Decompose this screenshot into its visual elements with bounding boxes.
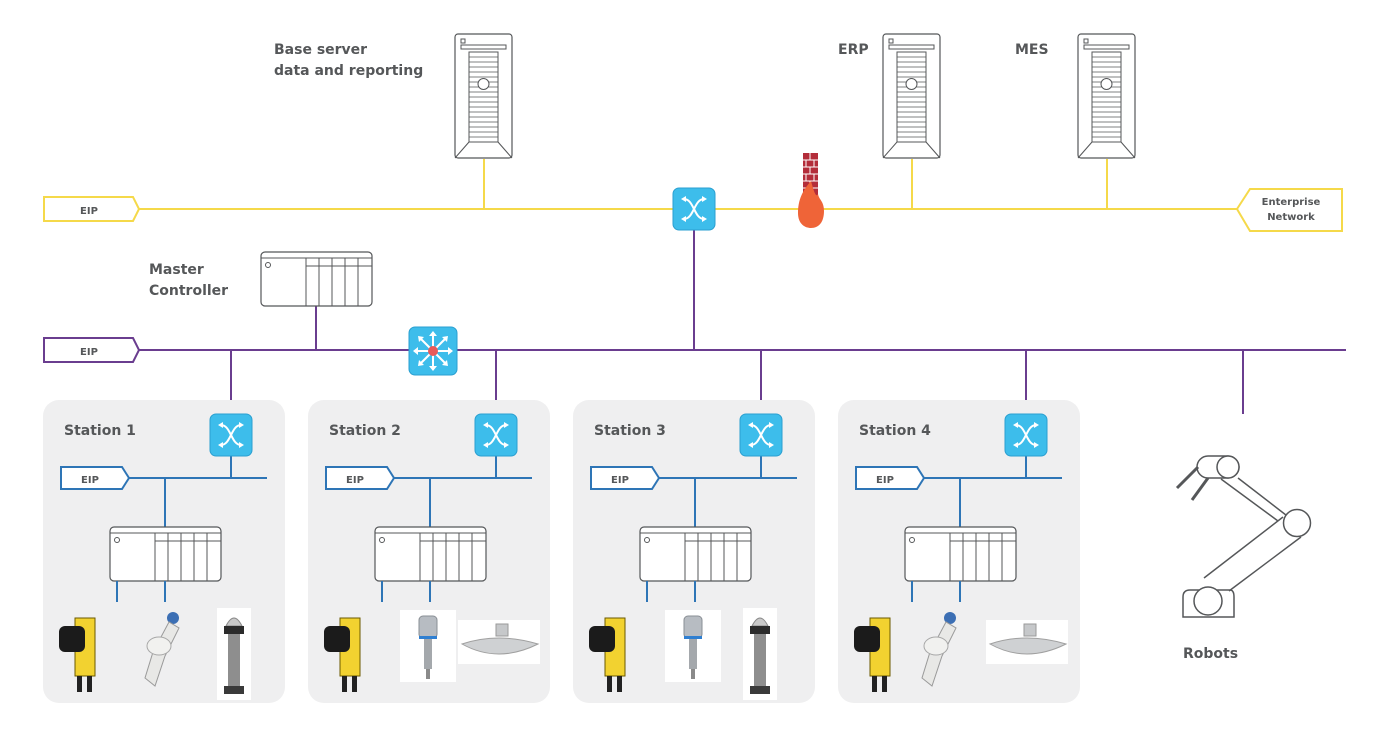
station-1[interactable]: Station 1 EIP xyxy=(43,400,285,703)
pressure-transmitter-device[interactable] xyxy=(400,610,456,682)
plc-icon xyxy=(374,526,487,582)
switch-icon xyxy=(209,413,253,457)
firewall-icon[interactable] xyxy=(798,153,824,228)
station-title: Station 4 xyxy=(859,423,931,439)
switch-icon xyxy=(474,413,518,457)
station-plc[interactable] xyxy=(904,526,1017,582)
station-eip-tag[interactable]: EIP xyxy=(590,466,661,490)
server-icon xyxy=(1077,33,1136,159)
flow-meter-device[interactable] xyxy=(986,620,1068,664)
master-controller[interactable] xyxy=(260,251,373,307)
station-eip-label: EIP xyxy=(346,475,364,486)
station-switch[interactable] xyxy=(1004,413,1048,457)
vision-sensor-device[interactable] xyxy=(59,617,96,692)
plant-eip-label: EIP xyxy=(80,347,98,358)
station-plc[interactable] xyxy=(109,526,222,582)
station-2[interactable]: Station 2 EIP xyxy=(308,400,550,703)
erp-server[interactable] xyxy=(882,33,941,159)
level-radar-device[interactable] xyxy=(217,608,251,700)
station-eip-tag[interactable]: EIP xyxy=(325,466,396,490)
enterprise-network-tag[interactable]: Enterprise Network xyxy=(1235,188,1343,232)
station-eip-label: EIP xyxy=(611,475,629,486)
mes-label: MES xyxy=(1015,42,1049,58)
switch-icon xyxy=(672,187,716,231)
station-3[interactable]: Station 3 EIP xyxy=(573,400,815,703)
station-4[interactable]: Station 4 EIP xyxy=(838,400,1080,703)
station-eip-label: EIP xyxy=(81,475,99,486)
master-controller-label-2: Controller xyxy=(149,283,228,299)
vision-sensor-device[interactable] xyxy=(589,617,626,692)
station-title: Station 1 xyxy=(64,423,136,439)
mes-server[interactable] xyxy=(1077,33,1136,159)
base-server-label-2: data and reporting xyxy=(274,63,423,79)
station-plc[interactable] xyxy=(374,526,487,582)
station-switch[interactable] xyxy=(474,413,518,457)
pressure-transmitter-device[interactable] xyxy=(665,610,721,682)
base-server-label-1: Base server xyxy=(274,42,367,58)
master-controller-label-1: Master xyxy=(149,262,204,278)
plc-icon xyxy=(109,526,222,582)
enterprise-network-label-1: Enterprise xyxy=(1262,197,1321,208)
station-title: Station 2 xyxy=(329,423,401,439)
station-switch[interactable] xyxy=(209,413,253,457)
robot-arm[interactable]: Robots xyxy=(1175,455,1312,662)
base-server[interactable] xyxy=(454,33,513,159)
plc-icon xyxy=(260,251,373,307)
station-plc[interactable] xyxy=(639,526,752,582)
flow-meter-device[interactable] xyxy=(458,620,540,664)
valve-actuator-device[interactable] xyxy=(921,612,957,687)
vision-sensor-device[interactable] xyxy=(854,617,891,692)
server-icon xyxy=(882,33,941,159)
vision-sensor-device[interactable] xyxy=(324,617,361,692)
layer3-switch[interactable] xyxy=(408,326,458,376)
robots-label: Robots xyxy=(1183,646,1238,662)
plc-icon xyxy=(904,526,1017,582)
switch-icon xyxy=(1004,413,1048,457)
enterprise-eip-tag[interactable]: EIP xyxy=(43,196,141,222)
router-switch-icon xyxy=(408,326,458,376)
enterprise-network: EIP Enterprise Network Base server data … xyxy=(43,33,1343,232)
core-switch[interactable] xyxy=(672,187,716,231)
station-eip-label: EIP xyxy=(876,475,894,486)
switch-icon xyxy=(739,413,783,457)
server-icon xyxy=(454,33,513,159)
level-radar-device[interactable] xyxy=(743,608,777,700)
plc-icon xyxy=(639,526,752,582)
station-eip-tag[interactable]: EIP xyxy=(855,466,926,490)
plant-eip-tag[interactable]: EIP xyxy=(43,337,141,363)
valve-actuator-device[interactable] xyxy=(144,612,180,687)
station-switch[interactable] xyxy=(739,413,783,457)
station-eip-tag[interactable]: EIP xyxy=(60,466,131,490)
enterprise-eip-label: EIP xyxy=(80,206,98,217)
enterprise-network-label-2: Network xyxy=(1267,212,1315,223)
station-title: Station 3 xyxy=(594,423,666,439)
erp-label: ERP xyxy=(838,42,869,58)
robot-arm-icon xyxy=(1175,455,1312,618)
